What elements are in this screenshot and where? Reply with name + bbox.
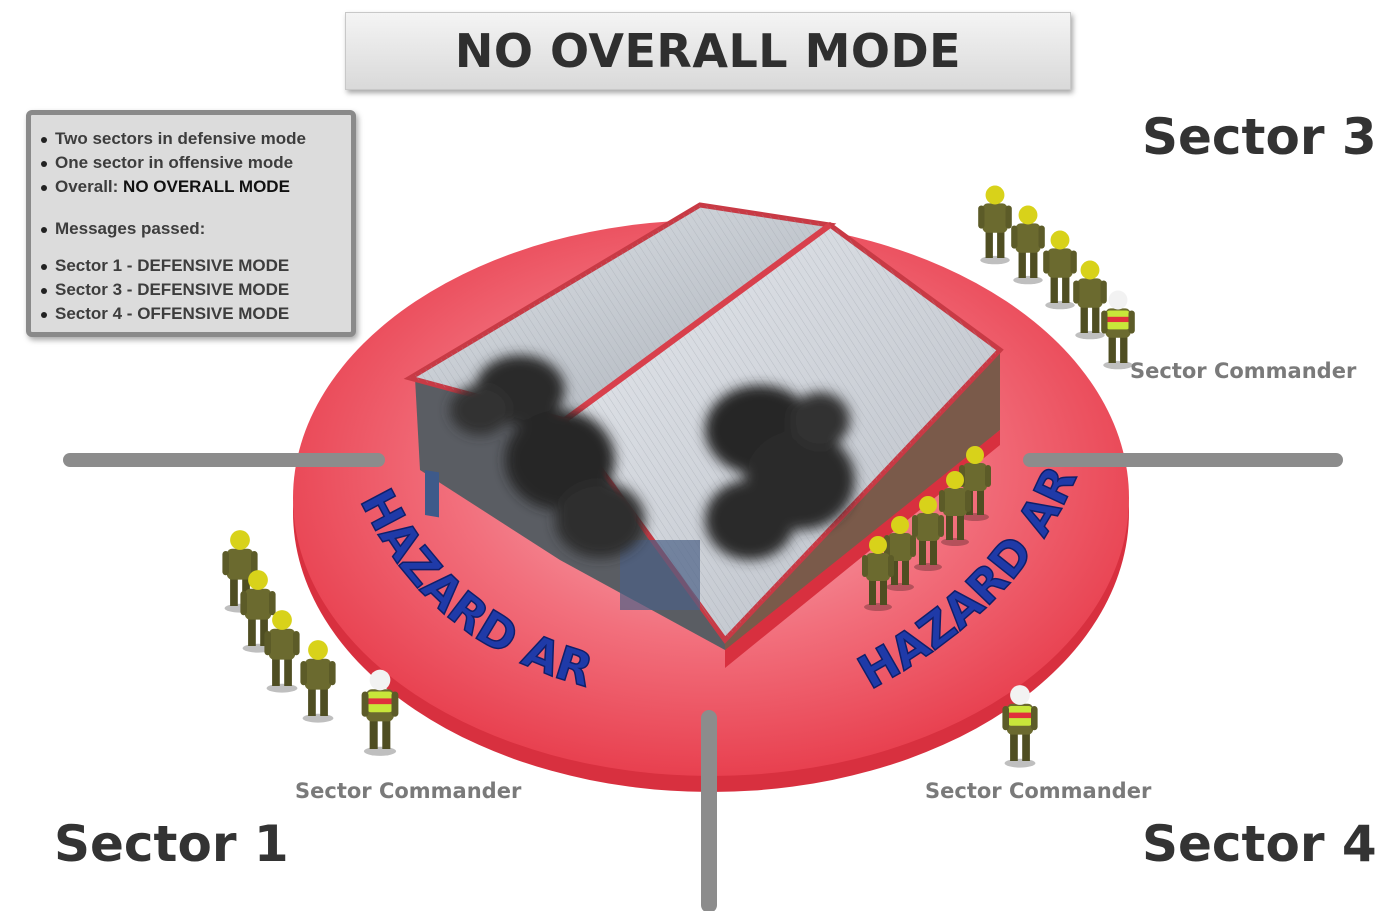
firefighter-figure [884,516,916,591]
firefighter-crews [222,185,1135,768]
firefighter-figure [862,536,894,611]
sector-4-label: Sector 4 [1142,815,1377,873]
firefighter-figure [300,640,336,723]
sector-4-commander-label: Sector Commander [925,779,1152,803]
page-title: NO OVERALL MODE [454,24,962,78]
sector-1-commander-label: Sector Commander [295,779,522,803]
bullet-icon [41,160,47,167]
building-wall-side [725,350,1000,660]
smoke-plume [450,355,855,560]
message-item: Sector 4 - OFFENSIVE MODE [41,304,289,324]
sector-1-label: Sector 1 [54,815,289,873]
summary-item: Two sectors in defensive mode [41,129,306,149]
summary-item: One sector in offensive mode [41,153,293,173]
sector-3-label: Sector 3 [1142,108,1377,166]
firefighter-figure [978,185,1012,265]
message-item: Sector 1 - DEFENSIVE MODE [41,256,289,276]
title-banner: NO OVERALL MODE [345,12,1071,90]
message-item: Sector 3 - DEFENSIVE MODE [41,280,289,300]
bullet-icon [41,263,47,270]
bullet-icon [41,287,47,294]
summary-item: Overall: NO OVERALL MODE [41,177,290,197]
sector-commander-figure [1002,685,1038,768]
firefighter-figure [1011,205,1045,285]
info-panel: Two sectors in defensive mode One sector… [26,110,356,337]
bullet-icon [41,311,47,318]
sector-dividers [63,453,1343,911]
sector-commander-figure [361,669,399,756]
bullet-icon [41,226,47,233]
bullet-icon [41,136,47,143]
sector-3-commander-label: Sector Commander [1130,359,1357,383]
sector-commander-figure [1101,290,1135,370]
messages-heading: Messages passed: [41,219,205,239]
building-window [620,540,700,610]
building-window [425,469,439,518]
firefighter-figure [912,496,944,571]
bullet-icon [41,184,47,191]
firefighter-figure [264,610,300,693]
firefighter-figure [1073,260,1107,340]
firefighter-figure [1043,230,1077,310]
burning-building [403,202,1004,668]
firefighter-figure [939,471,971,546]
